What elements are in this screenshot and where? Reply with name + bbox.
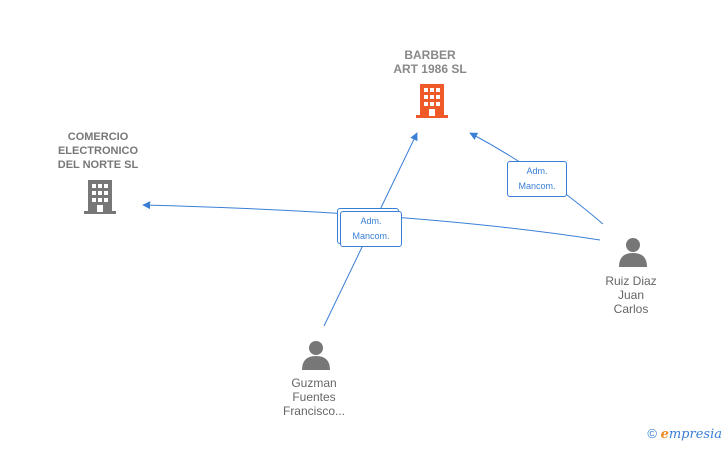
building-icon-barber[interactable] bbox=[416, 84, 448, 120]
edge-badge-ruiz-barber[interactable]: Adm. Mancom. bbox=[507, 161, 567, 197]
edge-badge-shared[interactable]: Adm. Mancom. bbox=[340, 211, 402, 247]
comercio-node-label: COMERCIO ELECTRONICO DEL NORTE SL bbox=[38, 130, 158, 172]
brand-rest: mpresia bbox=[668, 427, 722, 442]
guzman-name-line1: Guzman bbox=[291, 376, 337, 390]
ruiz-name-line1: Ruiz Diaz bbox=[605, 274, 657, 288]
comercio-name-line3: DEL NORTE SL bbox=[57, 159, 139, 171]
comercio-name-line2: ELECTRONICO bbox=[57, 145, 139, 157]
barber-name-line2: ART 1986 SL bbox=[393, 62, 467, 76]
person-icon-ruiz[interactable] bbox=[619, 237, 647, 267]
ruiz-node-label: Ruiz Diaz Juan Carlos bbox=[581, 274, 681, 316]
edge-badge-shared-line1: Adm. bbox=[360, 216, 382, 226]
edge-badge-ruiz-barber-line1: Adm. bbox=[526, 166, 548, 176]
building-icon-comercio[interactable] bbox=[84, 180, 116, 216]
person-icon-guzman[interactable] bbox=[302, 340, 330, 370]
barber-node-label: BARBER ART 1986 SL bbox=[370, 48, 490, 76]
edge-badge-ruiz-barber-line2: Mancom. bbox=[518, 181, 556, 191]
copyright-symbol: © bbox=[647, 426, 657, 441]
empresia-watermark: © empresia bbox=[647, 426, 722, 442]
ruiz-name-line3: Carlos bbox=[613, 302, 649, 316]
guzman-name-line3: Francisco... bbox=[282, 404, 345, 418]
barber-name-line1: BARBER bbox=[404, 48, 456, 62]
comercio-name-line1: COMERCIO bbox=[67, 131, 129, 143]
brand-e: e bbox=[660, 427, 669, 442]
edge-badge-shared-line2: Mancom. bbox=[352, 231, 390, 241]
guzman-name-line2: Fuentes bbox=[292, 390, 336, 404]
ruiz-name-line2: Juan bbox=[617, 288, 645, 302]
guzman-node-label: Guzman Fuentes Francisco... bbox=[264, 376, 364, 418]
